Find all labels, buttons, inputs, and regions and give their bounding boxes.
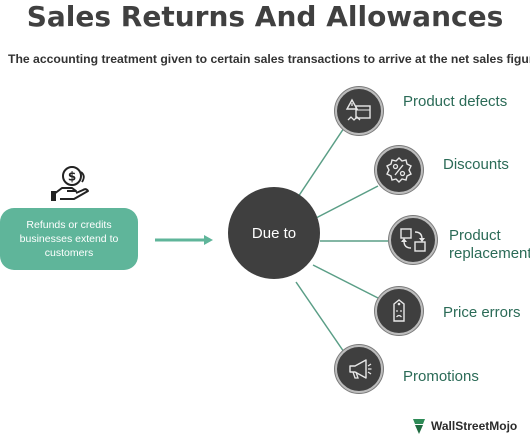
label-price-errors: Price errors <box>443 304 521 321</box>
mojo-logo-icon <box>413 419 425 434</box>
sad-price-tag-icon <box>393 299 405 322</box>
source-box: Refunds or credits businesses extend to … <box>0 208 138 270</box>
arrow-head <box>204 235 213 245</box>
product-replacement-node <box>389 216 437 264</box>
brand-name: WallStreetMojo <box>431 419 518 433</box>
label-product-defects: Product defects <box>403 93 508 110</box>
money-hand-icon: $ <box>51 166 89 201</box>
page-title: Sales Returns And Allowances <box>26 0 504 33</box>
percent-badge-icon <box>386 157 412 183</box>
label-promotions: Promotions <box>403 368 479 385</box>
connector-product-defects <box>295 127 345 201</box>
defect-box-icon <box>345 98 371 121</box>
promotions-node <box>335 345 383 393</box>
product-defects-node <box>335 87 383 135</box>
connector-discounts <box>315 185 379 219</box>
page-subtitle: The accounting treatment given to certai… <box>8 52 530 66</box>
brand-logo: WallStreetMojo <box>410 417 517 435</box>
price-errors-node <box>375 287 423 335</box>
connector-promotions <box>295 281 345 353</box>
box-swap-icon <box>400 228 426 252</box>
megaphone-icon <box>349 359 372 379</box>
discounts-node <box>375 146 423 194</box>
connector-price-errors <box>312 264 379 299</box>
label-product-replacement: Product replacement <box>449 227 530 262</box>
svg-text:$: $ <box>68 170 76 184</box>
hub-circle: Due to <box>228 187 320 279</box>
label-discounts: Discounts <box>443 156 509 173</box>
